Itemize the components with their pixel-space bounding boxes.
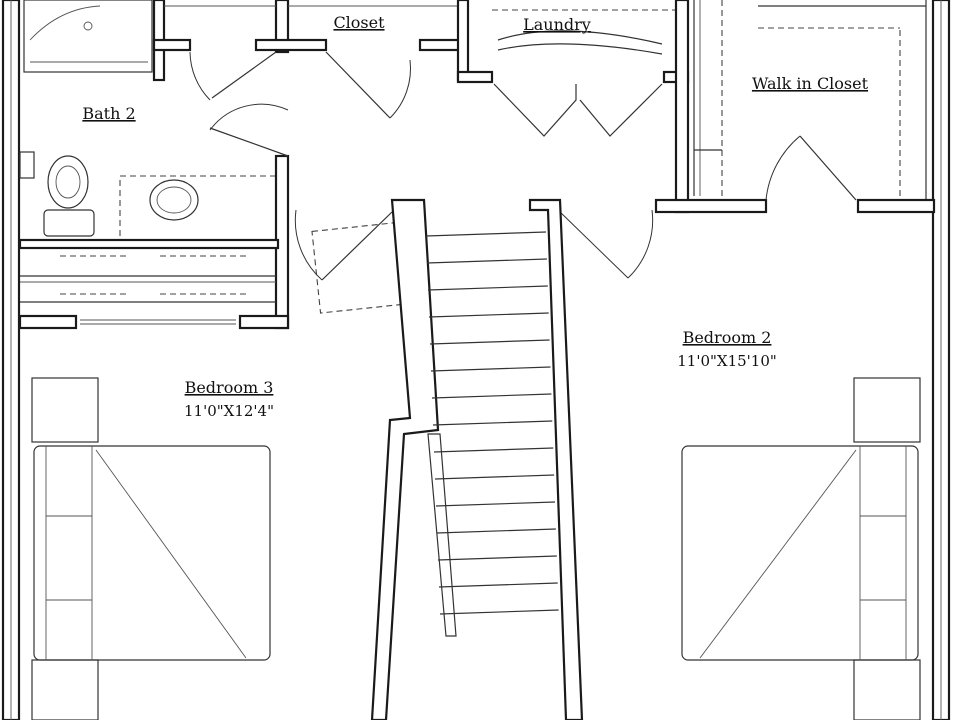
bedroom-2-bed [681, 377, 921, 720]
stair-tread [436, 528, 556, 534]
stair-tread [429, 339, 550, 345]
bedroom-2-label: Bedroom 2 [683, 328, 772, 347]
laundry-label: Laundry [523, 15, 591, 34]
stair-tread [431, 393, 552, 399]
closet-area [164, 0, 470, 119]
staircase [370, 198, 584, 720]
bedroom-3-label: Bedroom 3 [185, 378, 274, 397]
stair-tread [426, 258, 547, 264]
bedroom-3-dimensions: 11'0"X12'4" [184, 402, 274, 420]
stair-tread [430, 366, 551, 372]
stair-tread [427, 285, 548, 291]
walk-in-closet-label: Walk in Closet [752, 74, 869, 93]
stair-tread [425, 231, 547, 237]
stair-tread [439, 609, 559, 615]
bedroom-3-bed [31, 377, 271, 720]
stair-tread [434, 474, 555, 480]
laundry-area [456, 0, 690, 214]
walk-in-closet-area [654, 0, 936, 214]
bedroom-2-dimensions: 11'0"X15'10" [677, 352, 777, 370]
stair-tread [435, 501, 556, 507]
bath-2-label: Bath 2 [82, 104, 135, 123]
stair-tread [438, 582, 558, 588]
closet-label: Closet [333, 13, 385, 32]
bath-2-area [18, 0, 290, 330]
stair-tread [437, 555, 557, 561]
stair-tread [428, 312, 549, 318]
stair-tread [432, 420, 553, 426]
stair-tread [433, 447, 554, 453]
